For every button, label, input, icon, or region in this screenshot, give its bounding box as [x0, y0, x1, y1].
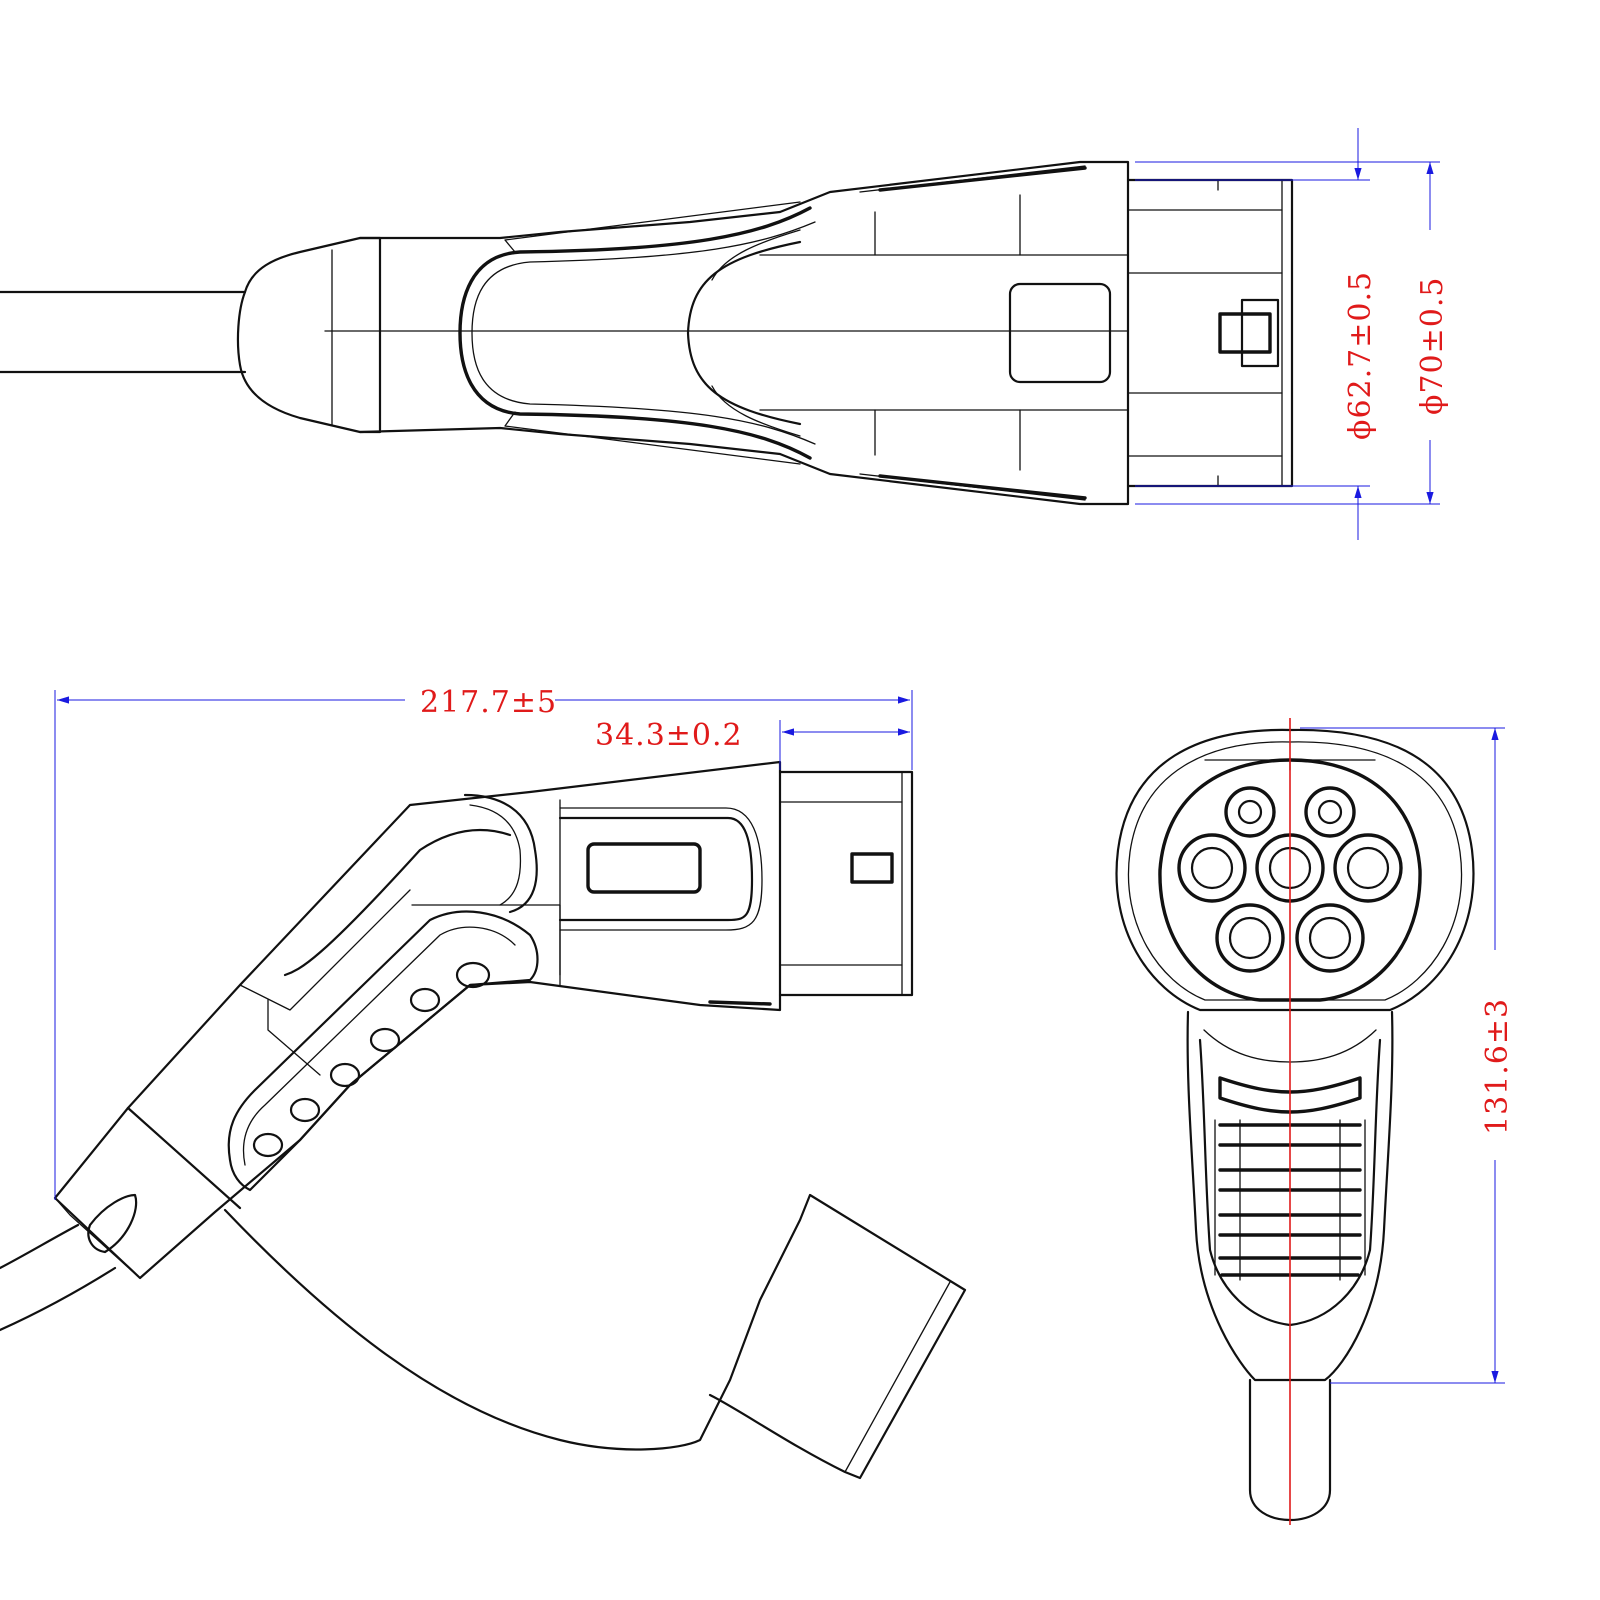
top-grip-inner-curve	[686, 240, 802, 426]
pin-pp	[1304, 786, 1356, 838]
side-latch	[850, 852, 894, 884]
dim-front-height-label: 131.6±3	[1480, 998, 1515, 1135]
dim-overall-length-label: 217.7±5	[420, 685, 557, 720]
top-display-window	[1008, 282, 1112, 384]
top-latch	[1240, 298, 1280, 368]
pin-l2	[1215, 903, 1285, 973]
side-finger-grip	[227, 910, 539, 1192]
front-view-connector	[1115, 728, 1475, 1522]
side-display-panel	[558, 816, 754, 922]
side-dimensions: 217.7±5 34.3±0.2	[54, 685, 913, 1200]
side-display-window	[586, 842, 702, 894]
front-grip-rib-1	[1218, 1076, 1362, 1114]
front-outer-face	[1115, 728, 1475, 1012]
top-cable-boot	[236, 236, 382, 434]
dim-outer-diameter-label: ϕ70±0.5	[1415, 277, 1450, 415]
top-dimensions: ϕ62.7±0.5 ϕ70±0.5	[1135, 128, 1450, 540]
front-pins	[1177, 786, 1403, 973]
side-cable	[0, 1223, 117, 1332]
side-strap	[223, 1193, 967, 1480]
top-view-connector	[0, 160, 1294, 506]
side-view-connector	[0, 760, 967, 1480]
side-head	[778, 770, 914, 997]
pin-l1	[1177, 833, 1247, 903]
top-grip-u	[458, 206, 812, 460]
side-handle-outline	[53, 760, 782, 1280]
front-dimensions: 131.6±3	[1300, 727, 1515, 1384]
dim-inner-diameter-label: ϕ62.7±0.5	[1343, 271, 1378, 440]
pin-l3	[1295, 903, 1365, 973]
pin-n	[1333, 833, 1403, 903]
top-latch-button	[1218, 312, 1272, 354]
dim-head-length-label: 34.3±0.2	[595, 718, 743, 753]
top-head	[1126, 178, 1294, 488]
top-body-outline	[358, 160, 1130, 506]
pin-cp	[1224, 786, 1276, 838]
side-cable-end	[87, 1193, 138, 1254]
